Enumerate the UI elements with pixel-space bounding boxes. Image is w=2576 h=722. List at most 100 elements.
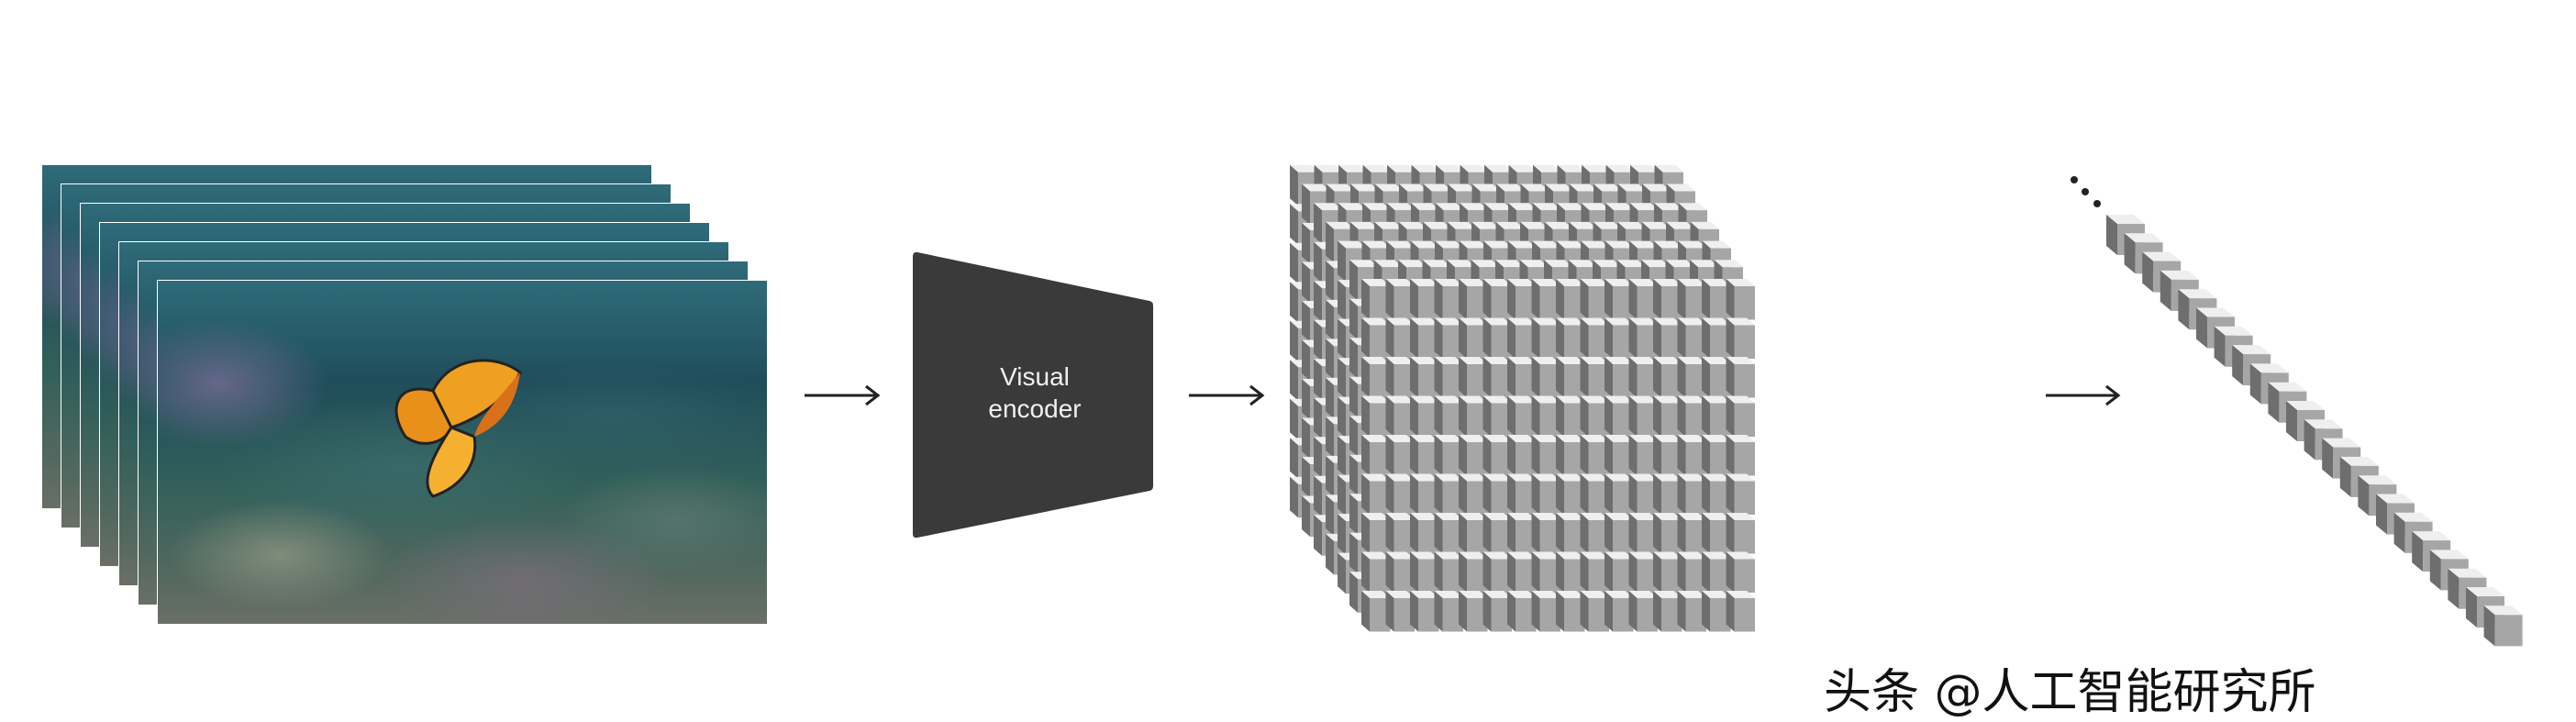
feature-cube: [1459, 513, 1488, 554]
feature-cube: [1580, 435, 1609, 476]
diagram-canvas: [805, 164, 2523, 647]
feature-cube: [1410, 551, 1439, 593]
feature-cube: [1677, 357, 1706, 398]
feature-cube: [1361, 591, 1391, 632]
feature-cube: [1531, 435, 1560, 476]
feature-cube: [1507, 357, 1537, 398]
arrow-features-to-tokens: [2046, 384, 2121, 406]
feature-cube: [1726, 279, 1755, 320]
feature-cube: [1434, 395, 1463, 437]
feature-cube: [1531, 551, 1560, 593]
feature-cube: [1726, 591, 1755, 632]
feature-cube: [1604, 395, 1634, 437]
feature-cube: [1604, 551, 1634, 593]
feature-cube: [1459, 395, 1488, 437]
feature-cube: [1677, 473, 1706, 515]
feature-cube: [1385, 279, 1415, 320]
feature-cube: [1556, 357, 1585, 398]
feature-cube: [1434, 317, 1463, 359]
feature-cube: [1604, 473, 1634, 515]
feature-cube: [1702, 473, 1731, 515]
feature-cube: [1410, 395, 1439, 437]
feature-cube: [1580, 317, 1609, 359]
feature-cube: [1459, 473, 1488, 515]
feature-cube: [1604, 279, 1634, 320]
feature-cube: [1556, 279, 1585, 320]
video-frame-front: [157, 280, 768, 625]
feature-cube: [1410, 473, 1439, 515]
feature-cube: [1653, 551, 1682, 593]
feature-cube: [1361, 513, 1391, 554]
feature-cube: [1459, 279, 1488, 320]
feature-cube: [1628, 357, 1658, 398]
feature-cube: [1410, 591, 1439, 632]
feature-cube: [1507, 395, 1537, 437]
feature-cube: [1726, 513, 1755, 554]
feature-cube: [1628, 551, 1658, 593]
ellipsis-icon: [2071, 176, 2101, 207]
feature-cube: [1482, 395, 1512, 437]
arrow-encoder-to-features: [1189, 384, 1265, 406]
feature-cube: [1410, 513, 1439, 554]
feature-cube: [1653, 473, 1682, 515]
feature-cube: [1482, 435, 1512, 476]
feature-cube: [1726, 473, 1755, 515]
feature-cube: [1507, 473, 1537, 515]
arrow-frames-to-encoder: [805, 384, 881, 406]
feature-cube: [1482, 279, 1512, 320]
feature-cube: [1604, 513, 1634, 554]
feature-cube: [1677, 513, 1706, 554]
feature-cube: [1556, 513, 1585, 554]
feature-cube: [1507, 551, 1537, 593]
feature-cube: [1385, 435, 1415, 476]
feature-cube: [1385, 395, 1415, 437]
feature-cube: [1531, 317, 1560, 359]
feature-cube: [1677, 317, 1706, 359]
feature-cube: [1459, 357, 1488, 398]
feature-cube: [1434, 279, 1463, 320]
feature-cube: [1653, 317, 1682, 359]
feature-cube: [1580, 551, 1609, 593]
feature-cube: [1702, 395, 1731, 437]
feature-cube: [1385, 591, 1415, 632]
feature-cube: [1580, 395, 1609, 437]
feature-cube: [1531, 395, 1560, 437]
feature-cube: [1628, 279, 1658, 320]
feature-cube: [1580, 357, 1609, 398]
feature-cube: [1410, 279, 1439, 320]
feature-cube: [1677, 435, 1706, 476]
feature-cube: [1604, 317, 1634, 359]
feature-cube: [1580, 513, 1609, 554]
feature-cube: [1556, 317, 1585, 359]
watermark: 头条 @人工智能研究所: [1824, 665, 2316, 720]
feature-cube: [1702, 551, 1731, 593]
feature-cube: [1726, 551, 1755, 593]
feature-cube: [1653, 395, 1682, 437]
feature-cube: [1702, 591, 1731, 632]
visual-encoder-block: [913, 251, 1153, 539]
feature-cube: [1361, 395, 1391, 437]
feature-volume: [1290, 164, 1755, 632]
feature-cube: [1653, 591, 1682, 632]
feature-cube: [1385, 473, 1415, 515]
feature-cube: [1702, 317, 1731, 359]
feature-cube: [1702, 513, 1731, 554]
feature-cube: [1580, 473, 1609, 515]
encoder-label: Visual encoder: [917, 361, 1152, 425]
feature-cube: [1556, 435, 1585, 476]
feature-cube: [1653, 513, 1682, 554]
feature-cube: [1482, 513, 1512, 554]
feature-cube: [1531, 591, 1560, 632]
feature-cube: [1507, 591, 1537, 632]
feature-cube: [1653, 279, 1682, 320]
feature-cube: [1482, 591, 1512, 632]
feature-cube: [1434, 473, 1463, 515]
feature-cube: [1482, 357, 1512, 398]
token-sequence: [2106, 215, 2523, 647]
feature-cube: [1726, 395, 1755, 437]
feature-cube: [1628, 513, 1658, 554]
feature-cube: [1628, 435, 1658, 476]
feature-cube: [1531, 357, 1560, 398]
feature-cube: [1628, 591, 1658, 632]
feature-cube: [1482, 317, 1512, 359]
